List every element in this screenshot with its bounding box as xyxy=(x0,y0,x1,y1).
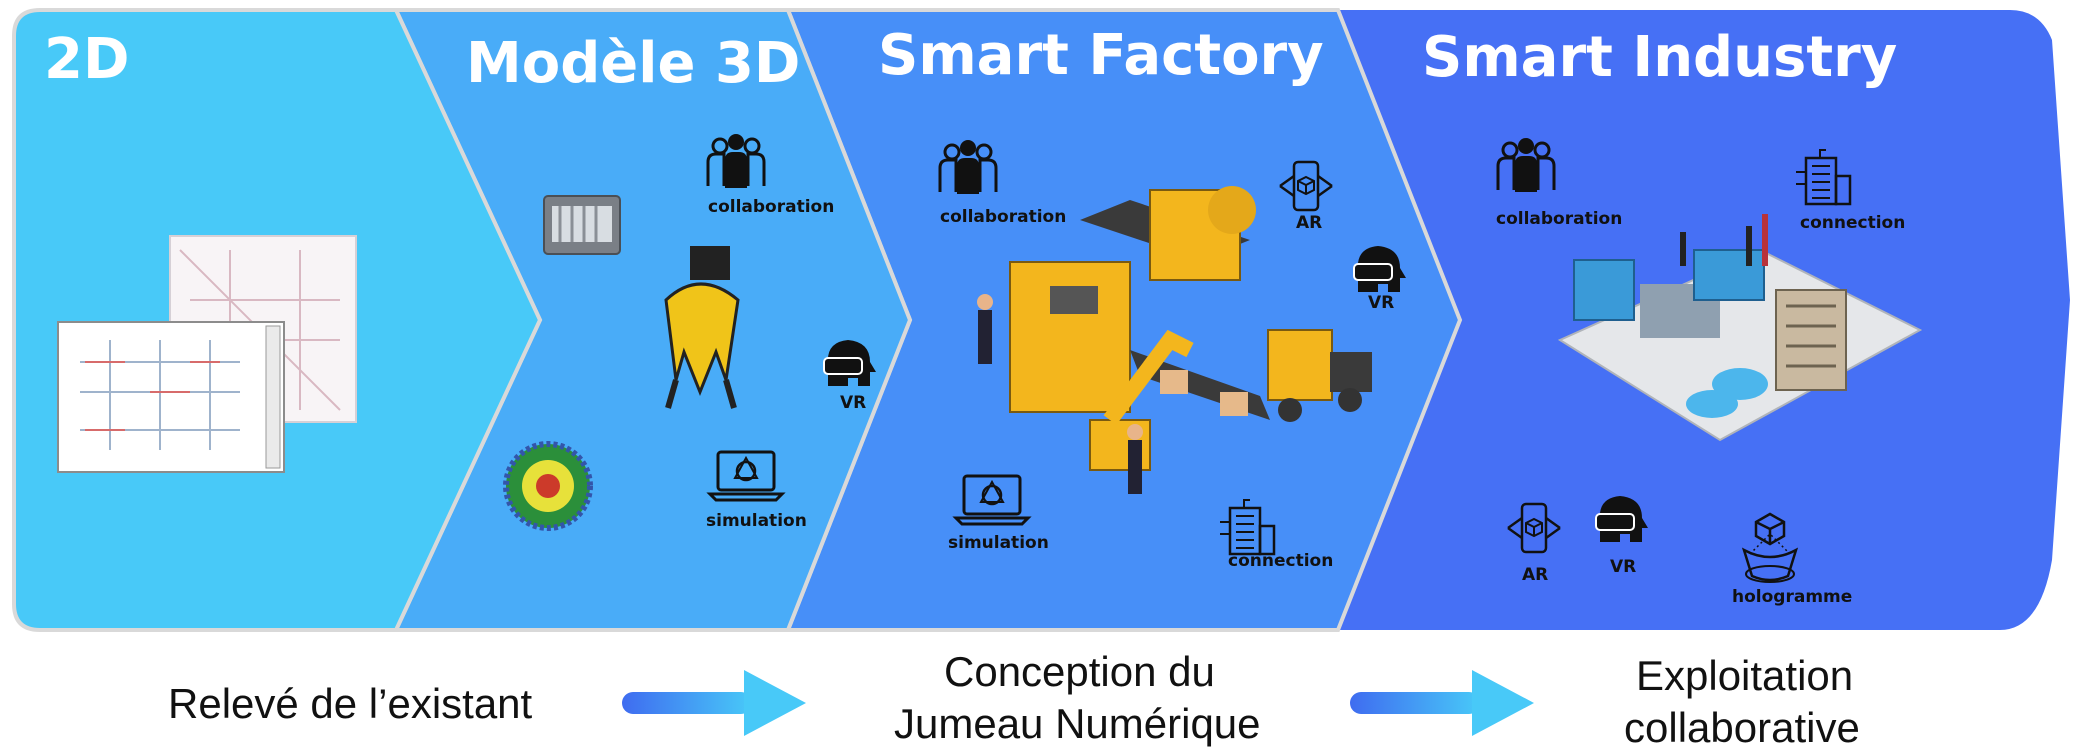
arrow-right-icon-2 xyxy=(1350,670,1534,736)
factory-connection-label: connection xyxy=(1228,551,1333,571)
step-conception-line1: Conception du xyxy=(944,648,1215,695)
factory-simulation-label: simulation xyxy=(948,533,1049,553)
industry-connection-label: connection xyxy=(1800,213,1905,233)
factory-collaboration-label: collaboration xyxy=(940,207,1066,227)
stage-2d-title: 2D xyxy=(44,27,129,92)
industry-vr-label: VR xyxy=(1610,557,1636,577)
factory-assembly-line-illustration xyxy=(977,186,1372,494)
modele-vr-label: VR xyxy=(840,393,866,413)
technical-drawing-illustration xyxy=(57,235,357,473)
arrow-right-icon xyxy=(622,670,806,736)
stage-smart-factory-title: Smart Factory xyxy=(878,23,1324,88)
industry-ar-label: AR xyxy=(1522,565,1548,585)
industry-hologramme-label: hologramme xyxy=(1732,587,1852,607)
gear-simulation-model xyxy=(503,441,593,531)
smart-industry-plant-illustration xyxy=(1557,214,1923,442)
stage-smart-industry-title: Smart Industry xyxy=(1422,25,1897,90)
step-conception-line2: Jumeau Numérique xyxy=(894,700,1261,747)
step-exploitation-line1: Exploitation xyxy=(1636,652,1853,699)
stage-modele-3d-title: Modèle 3D xyxy=(466,31,800,96)
modele-simulation-label: simulation xyxy=(706,511,807,531)
step-releve-label: Relevé de l’existant xyxy=(168,680,533,727)
electrical-cabinet-model xyxy=(543,195,621,255)
hydraulic-grapple-model xyxy=(664,246,740,409)
factory-vr-label: VR xyxy=(1368,293,1394,313)
step-exploitation-line2: collaborative xyxy=(1624,704,1860,751)
modele-collaboration-label: collaboration xyxy=(708,197,834,217)
industry-collaboration-label: collaboration xyxy=(1496,209,1622,229)
factory-ar-label: AR xyxy=(1296,213,1322,233)
